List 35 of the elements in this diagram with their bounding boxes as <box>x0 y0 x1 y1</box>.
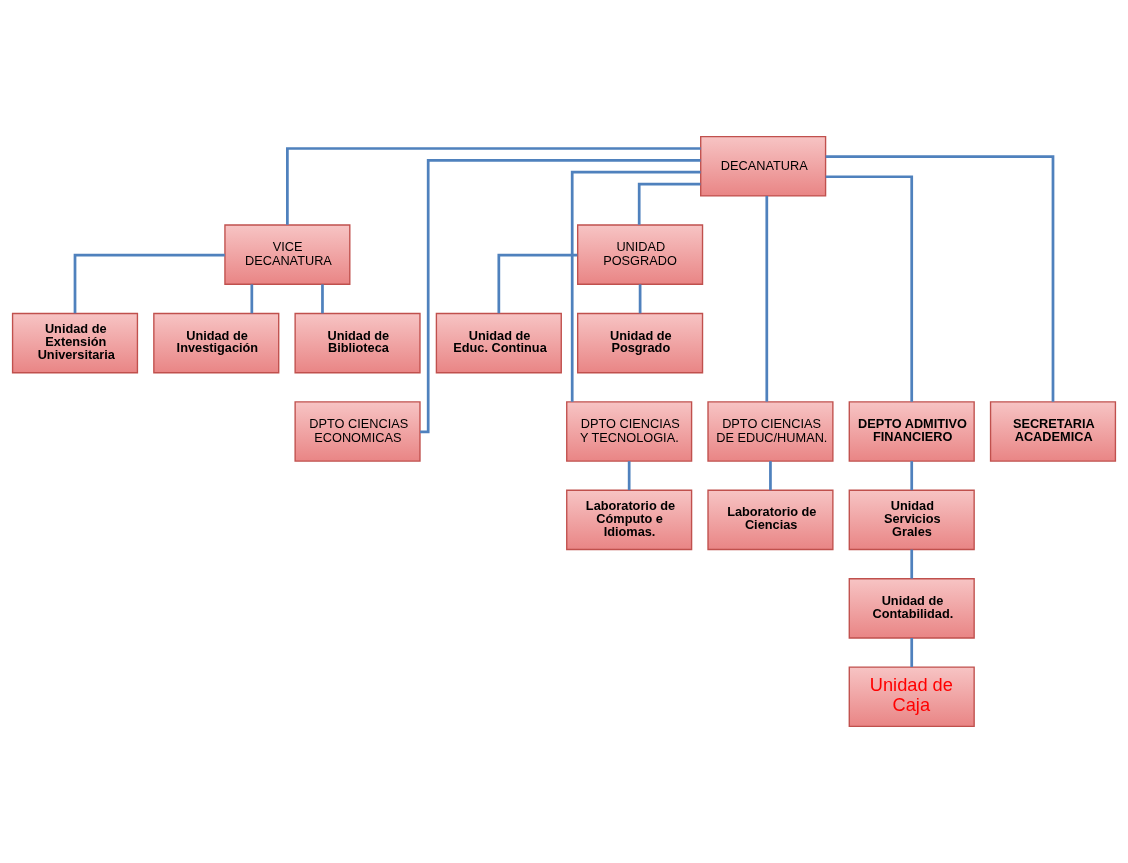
connector <box>627 461 631 491</box>
node-box: Unidad de Extensión Universitaria <box>11 312 139 374</box>
connector <box>825 155 1055 402</box>
node-box: Unidad de Contabilidad. <box>848 578 975 639</box>
node-box: VICE DECANATURA <box>224 224 351 285</box>
connector <box>910 638 914 667</box>
connector <box>321 284 324 314</box>
connector <box>420 158 701 434</box>
connector <box>765 195 769 402</box>
node-box: Unidad Servicios Grales <box>848 489 975 551</box>
connector <box>250 284 254 314</box>
node-box: DEPTO ADMITIVO FINANCIERO <box>848 401 975 462</box>
node-box: Unidad de Investigación <box>153 312 280 374</box>
node-box: Unidad de Educ. Continua <box>435 312 562 374</box>
node-box: DPTO CIENCIAS ECONOMICAS <box>294 401 421 462</box>
node-box: UNIDAD POSGRADO <box>577 224 704 285</box>
connector <box>570 170 701 402</box>
connector <box>637 182 701 225</box>
node-box: DPTO CIENCIAS DE EDUC/HUMAN. <box>707 401 834 462</box>
node-box: Unidad de Posgrado <box>577 312 704 374</box>
node-box: Laboratorio de Cómputo e Idiomas. <box>566 489 693 551</box>
node-box: Unidad de Caja <box>848 666 975 728</box>
node-box: Laboratorio de Ciencias <box>707 489 834 551</box>
connector <box>497 253 578 314</box>
connector <box>910 549 914 579</box>
connector <box>638 284 642 314</box>
node-box: Unidad de Biblioteca <box>294 312 421 374</box>
connector <box>825 175 914 402</box>
connector <box>910 461 914 491</box>
node-box: DECANATURA <box>700 135 827 197</box>
node-box: SECRETARIA ACADEMICA <box>989 401 1117 462</box>
connector <box>286 147 701 225</box>
connector <box>769 461 772 491</box>
connector <box>73 253 225 314</box>
node-box: DPTO CIENCIAS Y TECNOLOGIA. <box>566 401 693 462</box>
